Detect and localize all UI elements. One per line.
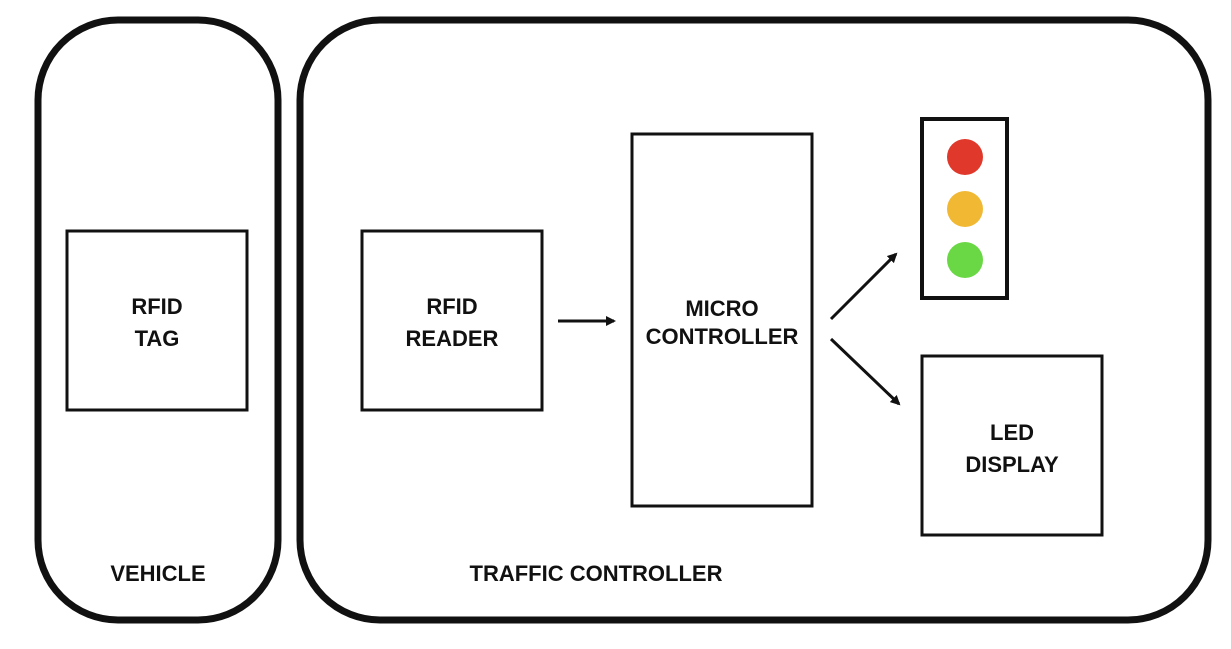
rfid-tag-label-line1: RFID: [131, 294, 182, 319]
vehicle-label: VEHICLE: [110, 561, 205, 586]
micro-controller-label-line1: MICRO: [685, 296, 758, 321]
rfid-reader-label-line1: RFID: [426, 294, 477, 319]
rfid-tag-label-line2: TAG: [135, 326, 180, 351]
traffic-controller-container: [296, 16, 1212, 624]
micro-controller-block: [630, 132, 814, 508]
micro-controller-label-line2: CONTROLLER: [646, 324, 799, 349]
traffic-light-housing: [920, 117, 1009, 300]
led-display-label-line2: DISPLAY: [965, 452, 1059, 477]
vehicle-container: [34, 16, 282, 624]
traffic-light-red-lamp: [947, 139, 983, 175]
rfid-reader-label-line2: READER: [406, 326, 499, 351]
rfid-tag-block: [65, 229, 249, 412]
arrow-microcontroller-to-traffic-light: [829, 252, 898, 321]
arrow-microcontroller-to-led-display: [829, 337, 901, 406]
rfid-reader-block: [360, 229, 544, 412]
led-display-block: [920, 354, 1104, 537]
led-display-label-line1: LED: [990, 420, 1034, 445]
traffic-light-green-lamp: [947, 242, 983, 278]
traffic-controller-label: TRAFFIC CONTROLLER: [470, 561, 723, 586]
traffic-light-amber-lamp: [947, 191, 983, 227]
